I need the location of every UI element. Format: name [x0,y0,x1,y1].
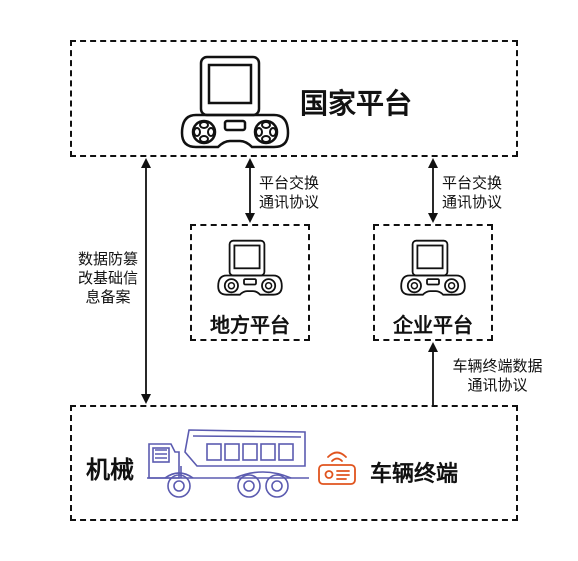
machine-label: 机械 [86,456,134,484]
enterprise-platform-box [373,224,493,341]
enterprise-platform-label: 企业平台 [393,313,473,337]
machine-box [70,405,518,521]
vehicle-terminal-label: 车辆终端 [370,462,459,487]
wireless-terminal-icon [318,451,356,485]
national-platform-label: 国家平台 [300,87,413,120]
game-console-icon [400,239,466,296]
national-platform-box [70,40,518,157]
edge-label-national-local: 平台交换 通讯协议 [259,174,320,211]
edge-label-national-machine: 数据防篡 改基础信 息备案 [77,250,138,306]
edge-label-national-enterprise: 平台交换 通讯协议 [442,174,503,211]
game-console-icon [217,239,283,296]
local-platform-label: 地方平台 [210,313,290,337]
local-platform-box [190,224,310,341]
edge-label-terminal-enterprise: 车辆终端数据 通讯协议 [452,357,543,394]
dump-truck-icon [147,429,309,498]
game-console-icon [180,55,290,149]
